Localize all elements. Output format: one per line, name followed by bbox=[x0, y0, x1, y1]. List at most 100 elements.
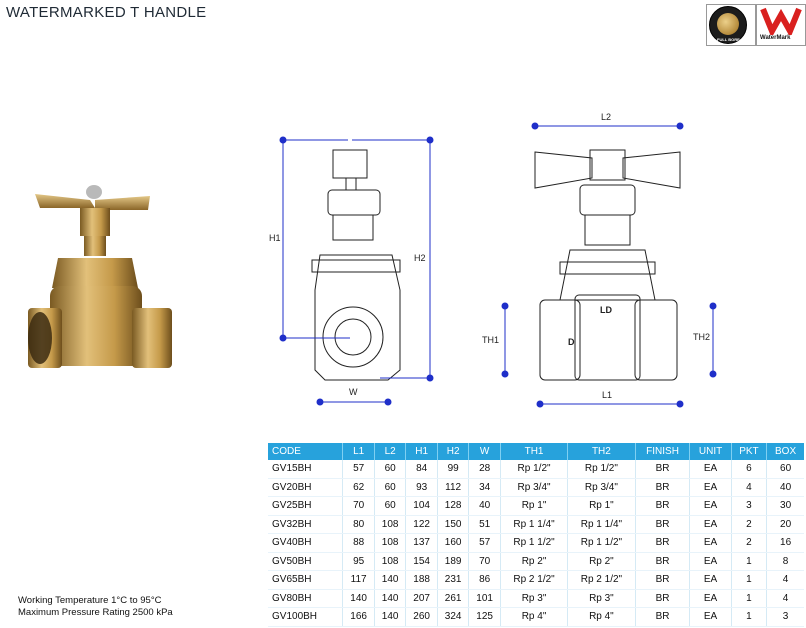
table-cell: 260 bbox=[405, 607, 438, 627]
table-cell: 2 bbox=[730, 533, 767, 553]
th1-label: TH1 bbox=[482, 335, 499, 345]
table-cell: Rp 1/2" bbox=[567, 460, 636, 479]
table-cell: 154 bbox=[405, 552, 438, 571]
l2-label: L2 bbox=[601, 112, 611, 122]
column-header: L1 bbox=[342, 443, 375, 460]
column-header: FINISH bbox=[634, 443, 690, 460]
table-cell: 117 bbox=[342, 570, 375, 590]
table-cell: 108 bbox=[373, 533, 406, 553]
table-cell: 6 bbox=[730, 460, 767, 479]
table-cell: Rp 2 1/2" bbox=[499, 570, 568, 590]
table-cell: 60 bbox=[373, 496, 406, 516]
table-cell: EA bbox=[689, 570, 732, 590]
table-cell: Rp 1 1/4" bbox=[567, 515, 636, 534]
working-temperature-note: Working Temperature 1°C to 95°C bbox=[18, 595, 162, 606]
table-cell: 1 bbox=[730, 552, 767, 571]
table-cell: 108 bbox=[373, 515, 406, 534]
column-header: TH1 bbox=[499, 443, 568, 460]
table-cell: 128 bbox=[436, 496, 469, 516]
table-cell: Rp 2 1/2" bbox=[567, 570, 636, 590]
table-cell: BR bbox=[634, 607, 690, 627]
watermark-logo: WaterMark bbox=[756, 4, 806, 46]
table-cell: Rp 4" bbox=[499, 607, 568, 627]
table-cell: 34 bbox=[468, 478, 501, 497]
table-cell: 122 bbox=[405, 515, 438, 534]
table-cell: Rp 2" bbox=[567, 552, 636, 571]
column-header: CODE bbox=[268, 443, 343, 460]
table-cell: Rp 3/4" bbox=[567, 478, 636, 497]
table-cell: GV65BH bbox=[268, 570, 343, 590]
table-cell: 95 bbox=[342, 552, 375, 571]
table-cell: GV20BH bbox=[268, 478, 343, 497]
column-header: PKT bbox=[730, 443, 767, 460]
dimension-drawings: H1 H2 W L2 TH1 TH2 L1 LD D bbox=[269, 112, 717, 408]
table-cell: 207 bbox=[405, 589, 438, 608]
column-header: UNIT bbox=[689, 443, 732, 460]
table-cell: 261 bbox=[436, 589, 469, 608]
column-header: BOX bbox=[766, 443, 804, 460]
table-cell: 125 bbox=[468, 607, 501, 627]
table-cell: 160 bbox=[436, 533, 469, 553]
table-cell: 4 bbox=[766, 570, 804, 590]
table-cell: EA bbox=[689, 552, 732, 571]
table-cell: Rp 3/4" bbox=[499, 478, 568, 497]
valve-product-photo bbox=[28, 185, 172, 368]
table-cell: 84 bbox=[405, 460, 438, 479]
table-cell: Rp 1 1/4" bbox=[499, 515, 568, 534]
table-cell: 62 bbox=[342, 478, 375, 497]
table-cell: Rp 4" bbox=[567, 607, 636, 627]
column-header: W bbox=[468, 443, 501, 460]
table-cell: 8 bbox=[766, 552, 804, 571]
table-cell: 324 bbox=[436, 607, 469, 627]
table-cell: GV15BH bbox=[268, 460, 343, 479]
table-cell: BR bbox=[634, 460, 690, 479]
full-bore-logo-text: FULL BORE bbox=[717, 37, 740, 42]
table-cell: 140 bbox=[373, 607, 406, 627]
table-cell: BR bbox=[634, 478, 690, 497]
table-cell: 140 bbox=[342, 589, 375, 608]
table-cell: 104 bbox=[405, 496, 438, 516]
table-cell: 60 bbox=[766, 460, 804, 479]
table-cell: 30 bbox=[766, 496, 804, 516]
table-cell: 166 bbox=[342, 607, 375, 627]
table-cell: 188 bbox=[405, 570, 438, 590]
table-cell: 40 bbox=[468, 496, 501, 516]
table-cell: 16 bbox=[766, 533, 804, 553]
d-marking: D bbox=[568, 337, 575, 347]
th2-label: TH2 bbox=[693, 332, 710, 342]
table-cell: 1 bbox=[730, 607, 767, 627]
table-cell: 20 bbox=[766, 515, 804, 534]
table-cell: 140 bbox=[373, 570, 406, 590]
table-cell: 108 bbox=[373, 552, 406, 571]
table-cell: 51 bbox=[468, 515, 501, 534]
table-cell: Rp 1 1/2" bbox=[499, 533, 568, 553]
table-cell: BR bbox=[634, 496, 690, 516]
table-cell: 189 bbox=[436, 552, 469, 571]
table-cell: GV80BH bbox=[268, 589, 343, 608]
table-cell: 28 bbox=[468, 460, 501, 479]
watermark-w-icon bbox=[760, 7, 802, 38]
table-cell: 4 bbox=[766, 589, 804, 608]
table-cell: Rp 1 1/2" bbox=[567, 533, 636, 553]
table-cell: 57 bbox=[342, 460, 375, 479]
max-pressure-note: Maximum Pressure Rating 2500 kPa bbox=[18, 607, 173, 618]
table-cell: 80 bbox=[342, 515, 375, 534]
page-title: WATERMARKED T HANDLE bbox=[6, 4, 207, 21]
table-cell: 101 bbox=[468, 589, 501, 608]
table-cell: 231 bbox=[436, 570, 469, 590]
table-cell: GV32BH bbox=[268, 515, 343, 534]
table-cell: Rp 1/2" bbox=[499, 460, 568, 479]
table-cell: GV50BH bbox=[268, 552, 343, 571]
ld-marking: LD bbox=[600, 305, 612, 315]
table-cell: GV25BH bbox=[268, 496, 343, 516]
